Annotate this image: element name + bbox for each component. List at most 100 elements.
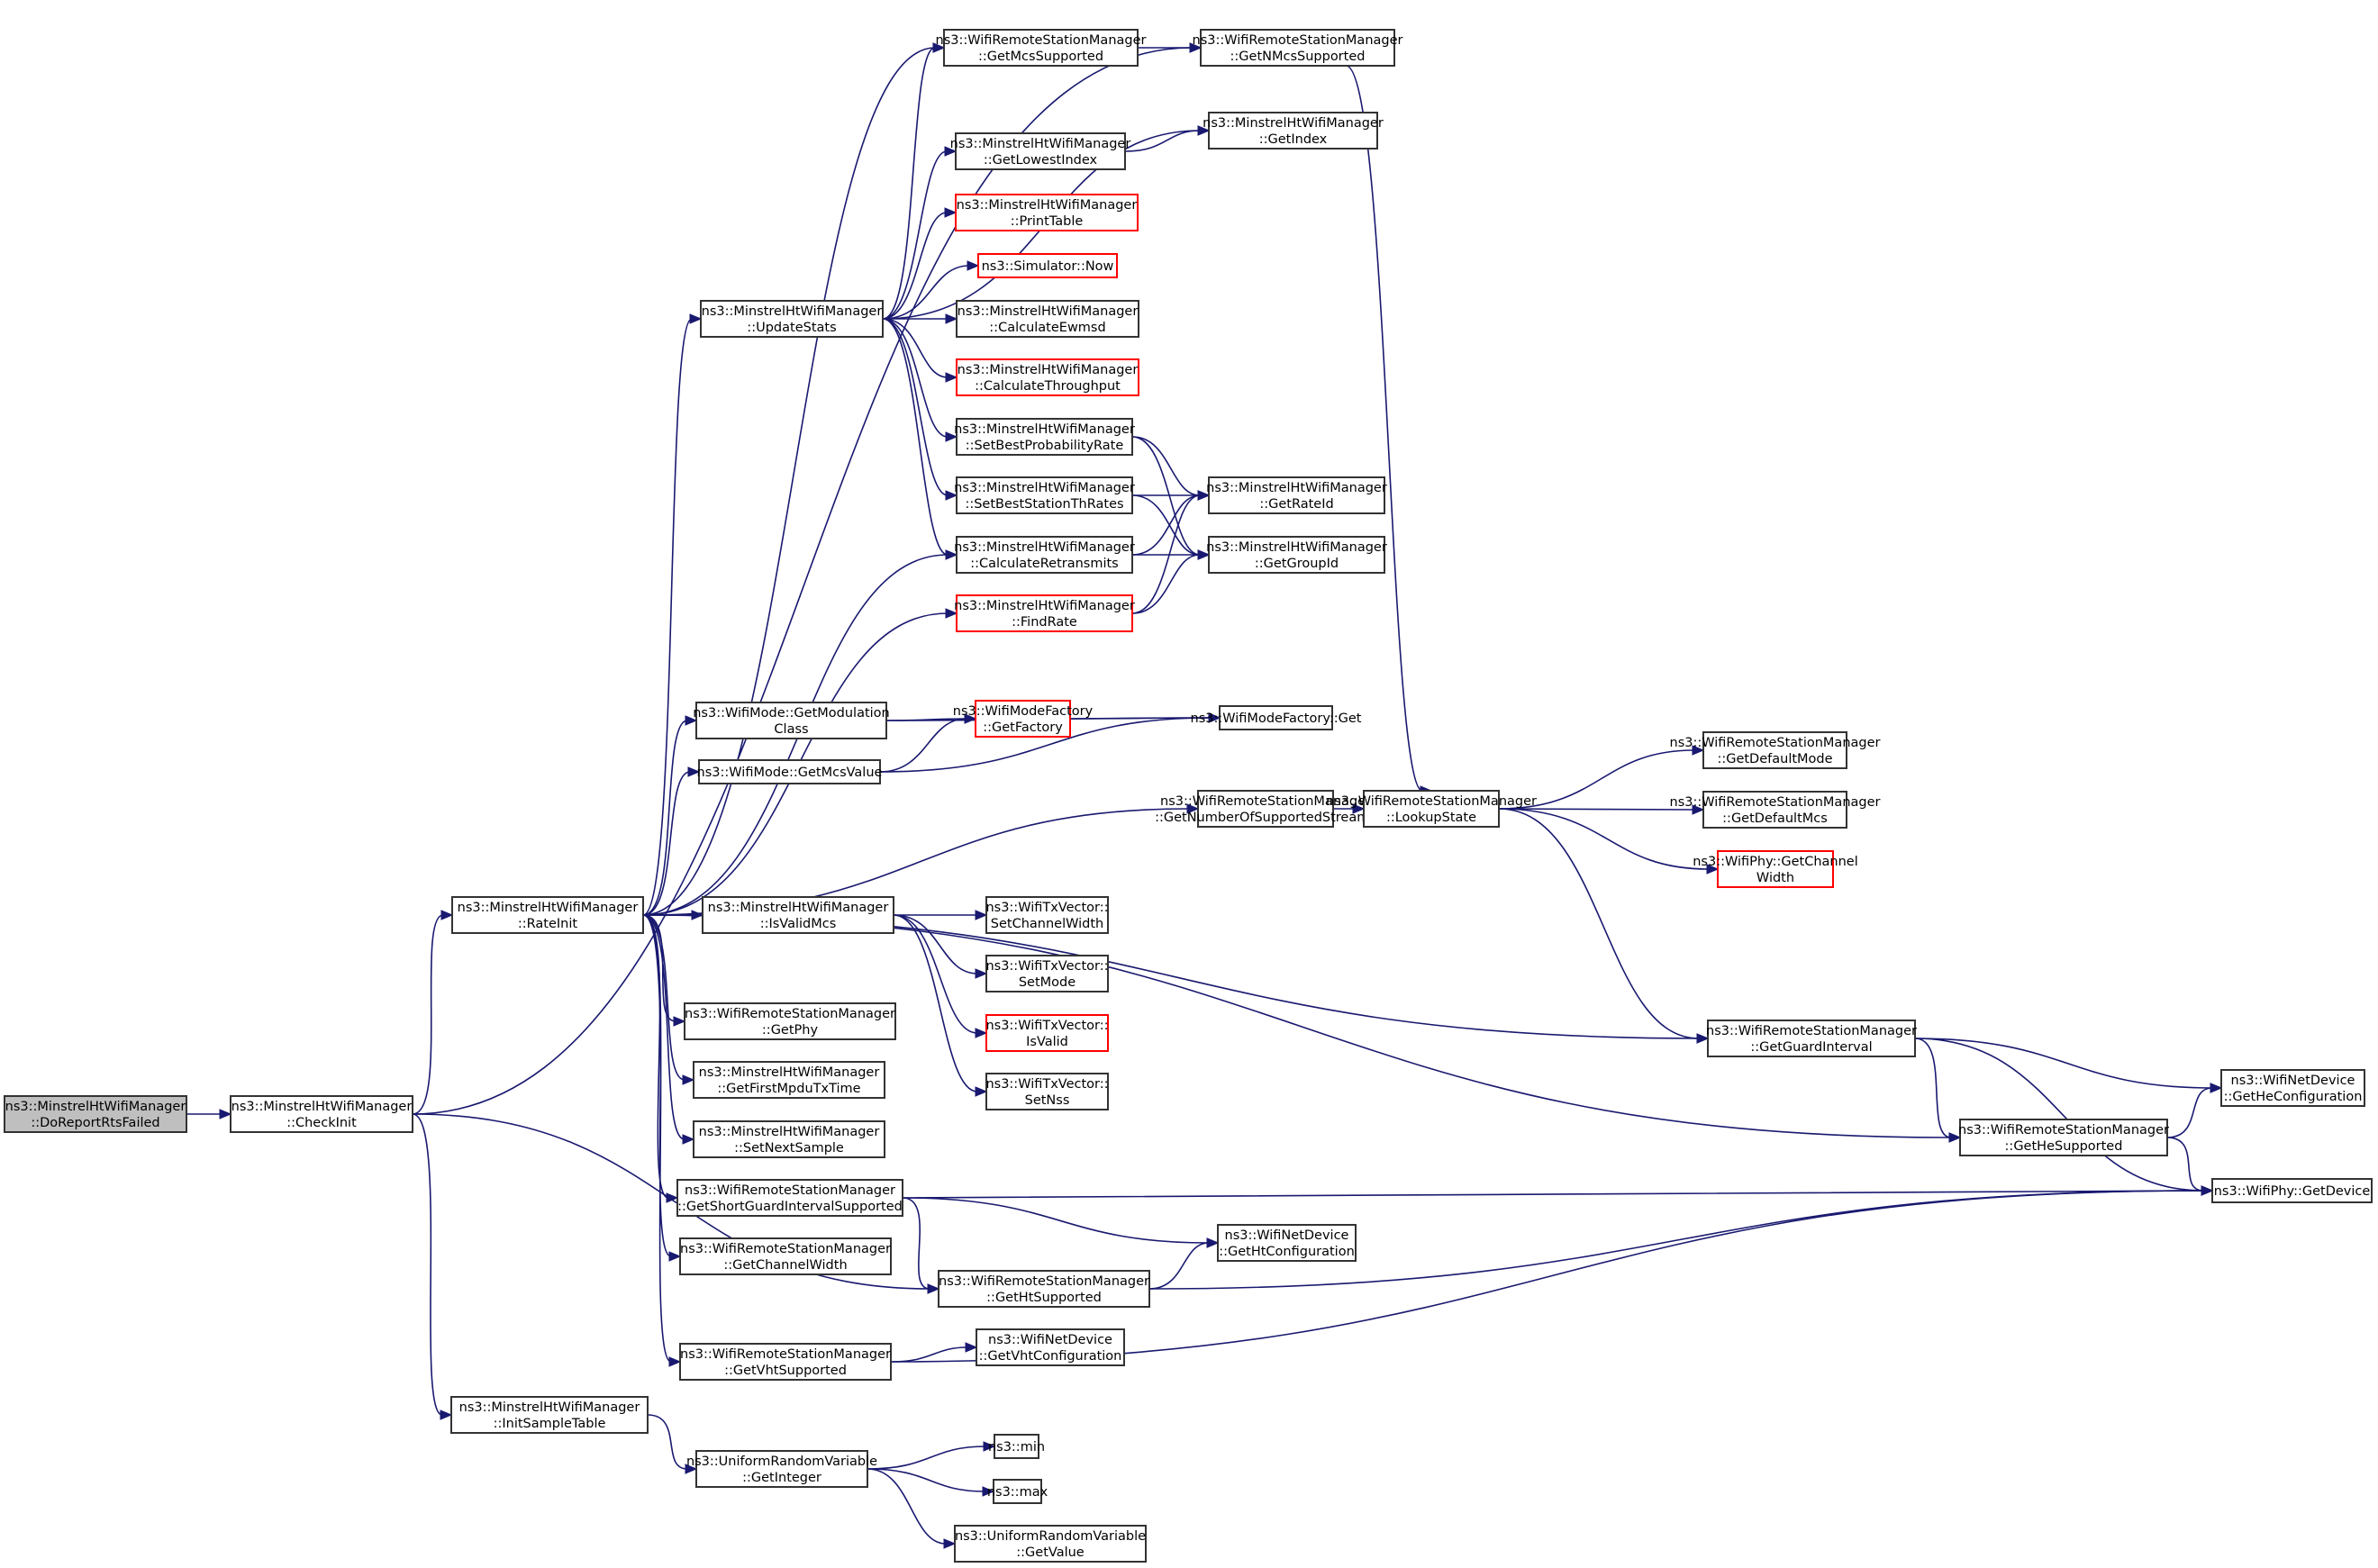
node-box[interactable] <box>985 896 1109 934</box>
node-lookup-state[interactable]: ns3::WifiRemoteStationManager::LookupSta… <box>1326 790 1537 828</box>
node-box[interactable] <box>702 896 894 934</box>
node-get-index[interactable]: ns3::MinstrelHtWifiManager::GetIndex <box>1203 112 1384 150</box>
node-box[interactable] <box>676 1179 903 1217</box>
node-get-value[interactable]: ns3::UniformRandomVariable::GetValue <box>954 1525 1147 1563</box>
node-get-guard-interval[interactable]: ns3::WifiRemoteStationManager::GetGuardI… <box>1706 1020 1917 1057</box>
node-calc-throughput[interactable]: ns3::MinstrelHtWifiManager::CalculateThr… <box>956 358 1139 396</box>
node-rate-init[interactable]: ns3::MinstrelHtWifiManager::RateInit <box>451 896 644 934</box>
node-phy-get-chan-width[interactable]: ns3::WifiPhy::GetChannelWidth <box>1693 850 1858 888</box>
node-get-rate-id[interactable]: ns3::MinstrelHtWifiManager::GetRateId <box>1206 476 1387 514</box>
node-box[interactable] <box>956 358 1139 396</box>
node-get-phy[interactable]: ns3::WifiRemoteStationManager::GetPhy <box>684 1002 896 1040</box>
node-phy-get-device[interactable]: ns3::WifiPhy::GetDevice <box>2211 1178 2373 1203</box>
node-box[interactable] <box>955 132 1126 170</box>
node-get-factory[interactable]: ns3::WifiModeFactory::GetFactory <box>953 700 1094 738</box>
node-box[interactable] <box>1702 791 1847 829</box>
node-box[interactable] <box>684 1002 896 1040</box>
node-get-default-mcs[interactable]: ns3::WifiRemoteStationManager::GetDefaul… <box>1670 791 1881 829</box>
node-box[interactable] <box>956 418 1133 456</box>
node-sim-now[interactable]: ns3::Simulator::Now <box>977 253 1118 278</box>
node-box[interactable] <box>976 1328 1125 1366</box>
node-box[interactable] <box>1200 29 1395 67</box>
node-box[interactable] <box>695 702 887 739</box>
node-box[interactable] <box>1707 1020 1916 1057</box>
node-box[interactable] <box>955 194 1139 231</box>
node-box[interactable] <box>975 700 1071 738</box>
node-set-nss[interactable]: ns3::WifiTxVector::SetNss <box>985 1073 1109 1110</box>
node-box[interactable] <box>695 1450 868 1488</box>
node-print-table[interactable]: ns3::MinstrelHtWifiManager::PrintTable <box>955 194 1139 231</box>
node-is-valid[interactable]: ns3::WifiTxVector::IsValid <box>985 1014 1109 1052</box>
node-factory-get[interactable]: ns3::WifiModeFactory::Get <box>1191 705 1362 730</box>
node-box[interactable] <box>1219 705 1333 730</box>
node-box[interactable] <box>679 1237 892 1275</box>
node-get-chan-width[interactable]: ns3::WifiRemoteStationManager::GetChanne… <box>679 1237 892 1275</box>
node-box[interactable] <box>1208 536 1385 574</box>
node-box[interactable] <box>700 300 884 338</box>
node-box[interactable] <box>693 1061 885 1099</box>
node-get-default-mode[interactable]: ns3::WifiRemoteStationManager::GetDefaul… <box>1670 731 1881 769</box>
node-box[interactable] <box>450 1396 649 1434</box>
node-set-chan-width[interactable]: ns3::WifiTxVector::SetChannelWidth <box>985 896 1109 934</box>
node-set-best-station[interactable]: ns3::MinstrelHtWifiManager::SetBestStati… <box>954 476 1135 514</box>
node-box[interactable] <box>956 536 1133 574</box>
node-set-next-sample[interactable]: ns3::MinstrelHtWifiManager::SetNextSampl… <box>693 1120 885 1158</box>
node-box[interactable] <box>985 955 1109 992</box>
node-box[interactable] <box>1197 790 1334 828</box>
node-check-init[interactable]: ns3::MinstrelHtWifiManager::CheckInit <box>230 1095 413 1133</box>
node-box[interactable] <box>956 476 1133 514</box>
node-set-best-prob[interactable]: ns3::MinstrelHtWifiManager::SetBestProba… <box>954 418 1135 456</box>
node-get-first-mpdu[interactable]: ns3::MinstrelHtWifiManager::GetFirstMpdu… <box>693 1061 885 1099</box>
node-get-he-supported[interactable]: ns3::WifiRemoteStationManager::GetHeSupp… <box>1958 1119 2169 1156</box>
node-box[interactable] <box>4 1095 187 1133</box>
node-ns-max[interactable]: ns3::max <box>987 1479 1048 1504</box>
node-box[interactable] <box>954 1525 1147 1563</box>
node-get-short-gi[interactable]: ns3::WifiRemoteStationManager::GetShortG… <box>676 1179 903 1217</box>
node-do-report-rts-failed[interactable]: ns3::MinstrelHtWifiManager::DoReportRtsF… <box>4 1095 187 1133</box>
node-box[interactable] <box>1363 790 1500 828</box>
node-calc-ewmsd[interactable]: ns3::MinstrelHtWifiManager::CalculateEwm… <box>956 300 1139 338</box>
node-box[interactable] <box>956 594 1133 632</box>
node-get-num-streams[interactable]: ns3::WifiRemoteStationManager::GetNumber… <box>1155 790 1376 828</box>
node-get-group-id[interactable]: ns3::MinstrelHtWifiManager::GetGroupId <box>1206 536 1387 574</box>
node-box[interactable] <box>1208 476 1385 514</box>
node-box[interactable] <box>1959 1119 2168 1156</box>
node-init-sample-table[interactable]: ns3::MinstrelHtWifiManager::InitSampleTa… <box>450 1396 649 1434</box>
node-get-ht-supported[interactable]: ns3::WifiRemoteStationManager::GetHtSupp… <box>938 1270 1150 1308</box>
node-ns-min[interactable]: ns3::min <box>988 1434 1045 1459</box>
node-get-he-config[interactable]: ns3::WifiNetDevice::GetHeConfiguration <box>2220 1069 2365 1107</box>
node-set-mode[interactable]: ns3::WifiTxVector::SetMode <box>985 955 1109 992</box>
node-get-vht-config[interactable]: ns3::WifiNetDevice::GetVhtConfiguration <box>976 1328 1125 1366</box>
node-box[interactable] <box>943 29 1139 67</box>
node-box[interactable] <box>938 1270 1150 1308</box>
node-box[interactable] <box>230 1095 413 1133</box>
node-box[interactable] <box>1217 1224 1357 1262</box>
node-box[interactable] <box>2220 1069 2365 1107</box>
node-box[interactable] <box>693 1120 885 1158</box>
node-box[interactable] <box>1717 850 1834 888</box>
node-box[interactable] <box>977 253 1118 278</box>
node-box[interactable] <box>451 896 644 934</box>
node-box[interactable] <box>2211 1178 2373 1203</box>
node-box[interactable] <box>956 300 1139 338</box>
node-get-ht-config[interactable]: ns3::WifiNetDevice::GetHtConfiguration <box>1217 1224 1357 1262</box>
node-box[interactable] <box>985 1014 1109 1052</box>
node-is-valid-mcs[interactable]: ns3::MinstrelHtWifiManager::IsValidMcs <box>702 896 894 934</box>
node-box[interactable] <box>1702 731 1847 769</box>
node-get-vht-supported[interactable]: ns3::WifiRemoteStationManager::GetVhtSup… <box>679 1343 892 1381</box>
node-update-stats[interactable]: ns3::MinstrelHtWifiManager::UpdateStats <box>700 300 884 338</box>
node-box[interactable] <box>994 1434 1039 1459</box>
node-get-integer[interactable]: ns3::UniformRandomVariable::GetInteger <box>686 1450 877 1488</box>
node-box[interactable] <box>679 1343 892 1381</box>
node-box[interactable] <box>1208 112 1378 150</box>
node-get-nmcs-supported[interactable]: ns3::WifiRemoteStationManager::GetNMcsSu… <box>1193 29 1403 67</box>
node-box[interactable] <box>993 1479 1042 1504</box>
node-get-mcs-value[interactable]: ns3::WifiMode::GetMcsValue <box>697 759 883 784</box>
node-box[interactable] <box>985 1073 1109 1110</box>
node-get-lowest-index[interactable]: ns3::MinstrelHtWifiManager::GetLowestInd… <box>950 132 1131 170</box>
node-box[interactable] <box>698 759 881 784</box>
node-find-rate[interactable]: ns3::MinstrelHtWifiManager::FindRate <box>954 594 1135 632</box>
node-calc-retransmits[interactable]: ns3::MinstrelHtWifiManager::CalculateRet… <box>954 536 1135 574</box>
node-get-mcs-supported[interactable]: ns3::WifiRemoteStationManager::GetMcsSup… <box>936 29 1147 67</box>
